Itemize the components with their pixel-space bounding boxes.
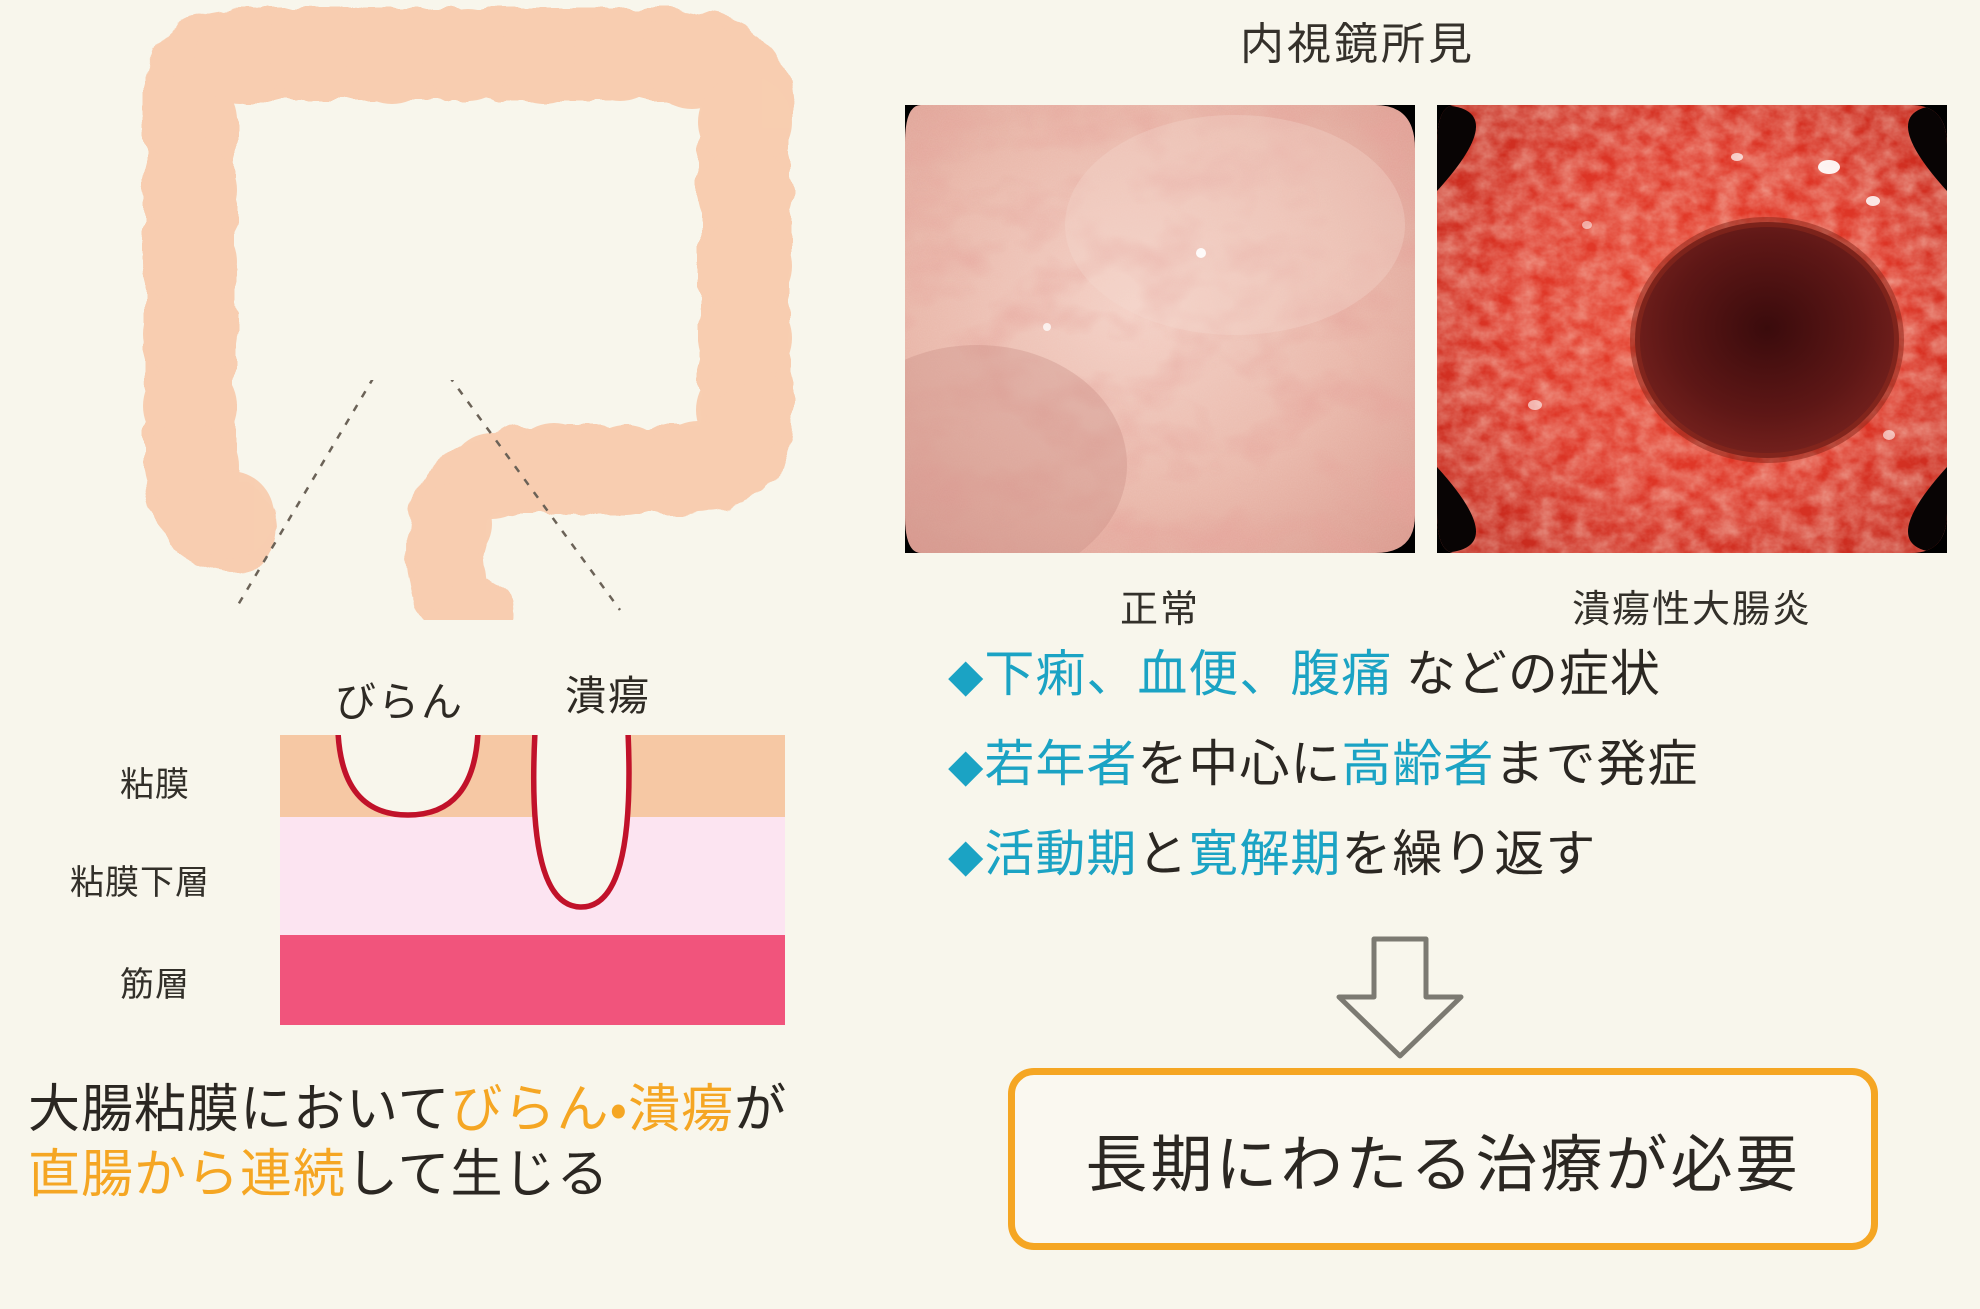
- layer-label-mucosa: 粘膜: [120, 767, 190, 804]
- diamond-bullet-icon: ◆: [948, 650, 985, 701]
- lesion-label-ulcer: 潰瘍: [565, 673, 651, 719]
- left-summary-caption: 大腸粘膜においてびらん・潰瘍が 直腸から連続して生じる: [28, 1078, 978, 1208]
- layer-submucosa: [280, 817, 785, 935]
- bullet-2-mid: を中心に: [1137, 736, 1342, 792]
- bullet-3-mid: と: [1137, 826, 1189, 882]
- layer-label-muscular: 筋層: [120, 967, 190, 1004]
- bullet-3-tail: を繰り返す: [1341, 826, 1597, 882]
- conclusion-text: 長期にわたる治療が必要: [1085, 1132, 1801, 1200]
- endoscopy-section-title: 内視鏡所見: [1240, 20, 1475, 69]
- left-caption-line2-highlight: 直腸から連続: [28, 1147, 347, 1204]
- left-caption-line-1: 大腸粘膜においてびらん・潰瘍が: [28, 1078, 978, 1143]
- left-caption-line2-post: して生じる: [346, 1147, 610, 1204]
- endoscopy-photo-normal: [905, 105, 1415, 553]
- layer-muscular: [280, 935, 785, 1025]
- mucosa-cross-section: [280, 735, 785, 1025]
- lesion-label-erosion: びらん: [335, 679, 464, 725]
- bullet-2-tail: まで発症: [1494, 736, 1699, 792]
- left-caption-line1-highlight: びらん・潰瘍: [450, 1082, 735, 1139]
- left-caption-line-2: 直腸から連続して生じる: [28, 1143, 978, 1208]
- bullet-item-age-range: ◆若年者を中心に高齢者まで発症: [948, 738, 1698, 791]
- endoscopy-caption-ulcerative-colitis: 潰瘍性大腸炎: [1571, 589, 1812, 631]
- bullet-1-tail: などの症状: [1392, 646, 1661, 702]
- down-arrow-icon: [1336, 936, 1464, 1059]
- diamond-bullet-icon: ◆: [948, 740, 985, 791]
- diamond-bullet-icon: ◆: [948, 830, 985, 881]
- lesion-outlines: [335, 735, 632, 910]
- left-caption-line1-post: が: [734, 1082, 788, 1139]
- zoom-leader-lines: [233, 380, 622, 611]
- bullet-item-symptoms: ◆下痢、血便、腹痛 などの症状: [948, 648, 1661, 701]
- layer-label-submucosa: 粘膜下層: [70, 865, 210, 902]
- bullet-2-highlight-2: 高齢者: [1341, 736, 1495, 792]
- bullet-3-highlight-2: 寛解期: [1188, 826, 1342, 882]
- bullet-3-highlight-1: 活動期: [984, 826, 1138, 882]
- bullet-1-highlight: 下痢、血便、腹痛: [984, 646, 1393, 702]
- endoscopy-photo-ulcerative-colitis: [1437, 105, 1947, 553]
- large-intestine-illustration: [143, 9, 792, 620]
- bullet-2-highlight-1: 若年者: [984, 736, 1138, 792]
- left-caption-line1-pre: 大腸粘膜において: [28, 1082, 451, 1139]
- bullet-item-disease-course: ◆活動期と寛解期を繰り返す: [948, 828, 1596, 881]
- conclusion-box: 長期にわたる治療が必要: [1008, 1068, 1878, 1250]
- endoscopy-caption-normal: 正常: [1119, 589, 1200, 631]
